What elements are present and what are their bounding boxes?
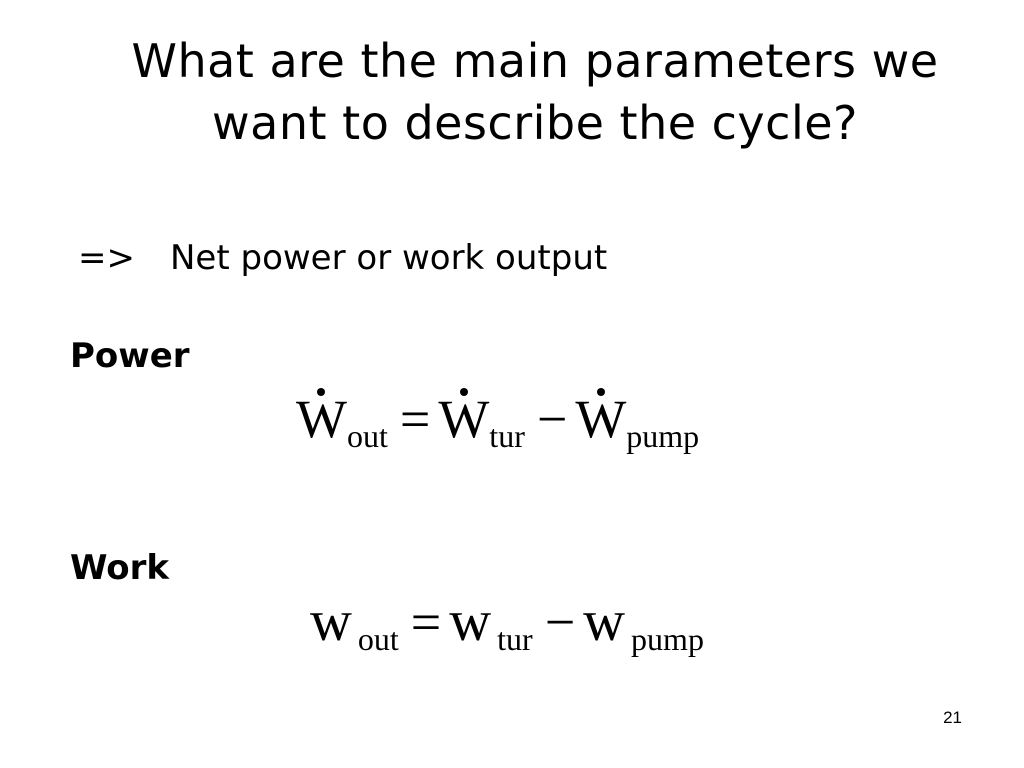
- minus-sign: −: [536, 389, 568, 449]
- w-pump-symbol: w: [583, 588, 626, 653]
- subscript-out: out: [346, 418, 388, 454]
- power-label: Power: [70, 336, 190, 376]
- slide-title-line-1: What are the main parameters we: [131, 34, 939, 88]
- equals-sign: =: [410, 592, 442, 652]
- bullet-arrow: =>: [78, 238, 135, 278]
- page-number: 21: [943, 708, 962, 727]
- bullet-net-power: => Net power or work output: [78, 238, 607, 278]
- w-dot-pump-symbol: W: [575, 388, 627, 449]
- w-dot-tur-symbol: W: [438, 388, 490, 449]
- slide-title: What are the main parameters we want to …: [40, 30, 1024, 154]
- dot-accent: [459, 388, 468, 396]
- w-dot-out-symbol: W: [296, 388, 347, 449]
- dot-accent: [596, 388, 605, 396]
- subscript-pump: pump: [626, 418, 700, 454]
- dot-accent: [317, 388, 326, 396]
- power-equation: Wout =Wtur −Wpump: [296, 388, 699, 452]
- minus-sign: −: [544, 592, 576, 652]
- subscript-out: out: [357, 621, 399, 657]
- bullet-text: Net power or work output: [170, 238, 608, 278]
- equals-sign: =: [399, 389, 431, 449]
- subscript-tur: tur: [489, 418, 525, 454]
- w-tur-symbol: w: [449, 588, 492, 653]
- work-label: Work: [70, 548, 170, 588]
- slide-title-line-2: want to describe the cycle?: [212, 96, 858, 150]
- subscript-pump: pump: [631, 621, 704, 657]
- w-out-symbol: w: [310, 588, 352, 653]
- subscript-tur: tur: [497, 621, 533, 657]
